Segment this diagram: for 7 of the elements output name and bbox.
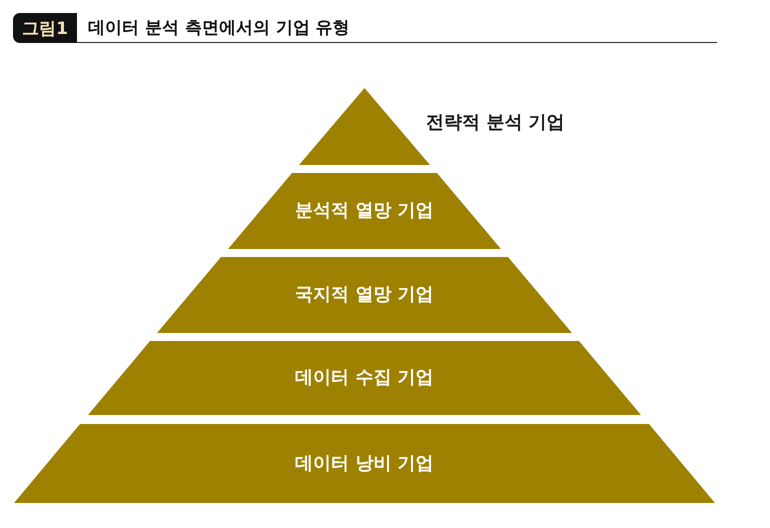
tier-label: 데이터 낭비 기업 bbox=[295, 452, 434, 474]
tier-label: 국지적 열망 기업 bbox=[295, 284, 434, 306]
figure-number-badge: 그림1 bbox=[13, 13, 77, 43]
tier-label: 데이터 수집 기업 bbox=[295, 367, 434, 389]
figure-title: 데이터 분석 측면에서의 기업 유형 bbox=[88, 17, 350, 39]
tier-label: 전략적 분석 기업 bbox=[426, 112, 565, 134]
tier-label: 분석적 열망 기업 bbox=[295, 200, 434, 222]
